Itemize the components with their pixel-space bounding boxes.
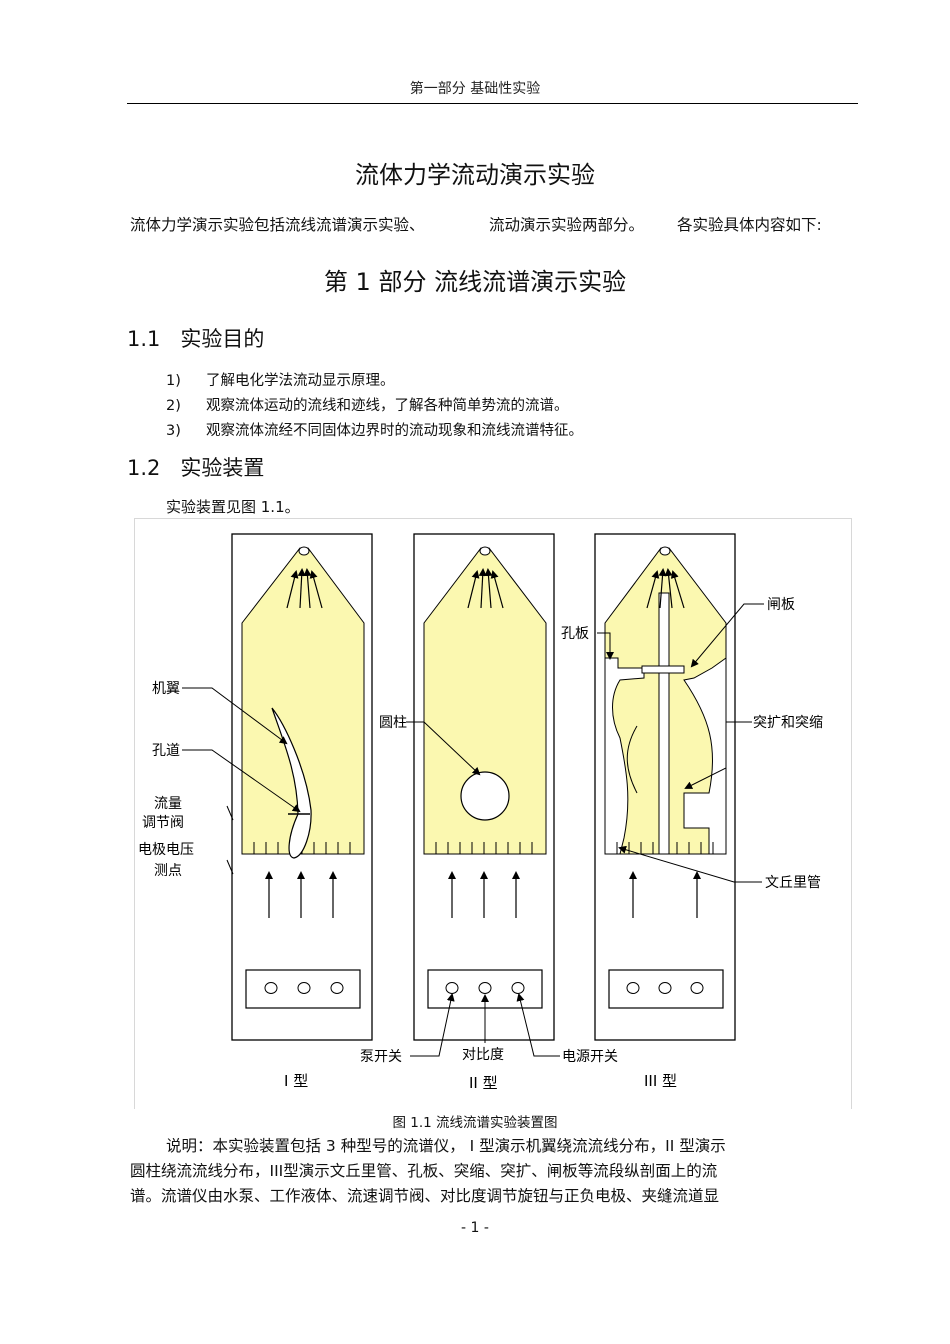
inflow-arrows (265, 871, 337, 918)
list-number: 3) (166, 423, 181, 439)
type-2-apparatus: 圆柱 泵开关 对比度 电源开关 II 型 (360, 533, 618, 1092)
label-power-switch: 电源开关 (562, 1049, 618, 1065)
list-number: 1) (166, 373, 181, 389)
page-number: - 1 - (461, 1220, 489, 1236)
flow-visualizer-diagram: 机翼 孔道 流量 调节阀 电极电压 测点 I 型 (138, 533, 823, 1092)
intro-text-1: 流体力学演示实验包括流线流谱演示实验、 (130, 216, 425, 234)
label-gate: 闸板 (767, 597, 795, 613)
inflow-arrows (629, 871, 701, 918)
outlet-arrows (467, 568, 504, 609)
list-item: 3) 观察流体流经不同固体边界时的流动现象和流线流谱特征。 (166, 419, 583, 440)
figure-frame (134, 518, 852, 1109)
outlet-arrows (646, 568, 685, 609)
part-heading: 第 1 部分 流线流谱演示实验 (323, 268, 627, 296)
intro-text-3: 各实验具体内容如下: (677, 216, 822, 234)
list-text: 观察流体运动的流线和迹线，了解各种简单势流的流谱。 (206, 398, 569, 414)
description-line-1: 说明：本实验装置包括 3 种型号的流谱仪， I 型演示机翼绕流流线分布，II 型… (166, 1137, 726, 1155)
outlet-port (479, 546, 491, 556)
type-3-apparatus: 孔板 闸板 突扩和突缩 文丘里管 III 型 (561, 533, 823, 1090)
list-item: 2) 观察流体运动的流线和迹线，了解各种简单势流的流谱。 (166, 394, 569, 415)
list-text: 观察流体流经不同固体边界时的流动现象和流线流谱特征。 (206, 423, 583, 439)
label-cylinder: 圆柱 (379, 715, 407, 731)
center-partition (658, 592, 670, 855)
label-flow-valve-1: 流量 (154, 796, 182, 812)
type-2-label: II 型 (469, 1074, 498, 1092)
label-expansion: 突扩和突缩 (753, 715, 823, 731)
section-heading-1-1: 1.1 实验目的 (127, 323, 264, 353)
wing-airfoil (271, 707, 312, 859)
label-wing: 机翼 (152, 681, 180, 697)
knob[interactable] (297, 982, 311, 994)
section-number: 1.1 (127, 327, 161, 351)
type-1-apparatus: 机翼 孔道 流量 调节阀 电极电压 测点 I 型 (138, 533, 373, 1090)
label-hole-channel: 孔道 (152, 743, 180, 759)
label-orifice: 孔板 (561, 626, 589, 642)
description-line-2: 圆柱绕流流线分布，III型演示文丘里管、孔板、突缩、突扩、闸板等流段纵剖面上的流 (130, 1162, 718, 1180)
list-number: 2) (166, 398, 181, 414)
knob[interactable] (690, 982, 704, 994)
label-electrode-2: 测点 (154, 863, 182, 879)
venturi-tube (626, 725, 638, 794)
label-contrast: 对比度 (462, 1047, 504, 1063)
label-venturi: 文丘里管 (765, 875, 821, 891)
document-title: 流体力学流动演示实验 (355, 161, 595, 189)
section-title: 实验目的 (180, 327, 265, 351)
list-text: 了解电化学法流动显示原理。 (206, 373, 395, 389)
section-heading-1-2: 1.2 实验装置 (127, 452, 264, 482)
running-header: 第一部分 基础性实验 (409, 81, 541, 97)
type-3-label: III 型 (644, 1072, 677, 1090)
knob[interactable] (626, 982, 640, 994)
intro-text-2: 流动演示实验两部分。 (489, 216, 645, 234)
label-electrode-1: 电极电压 (138, 842, 194, 858)
knob[interactable] (658, 982, 672, 994)
list-item: 1) 了解电化学法流动显示原理。 (166, 369, 395, 390)
figure-reference-text: 实验装置见图 1.1。 (166, 498, 300, 516)
label-flow-valve-2: 调节阀 (142, 815, 184, 831)
section-title: 实验装置 (180, 456, 265, 480)
knob[interactable] (264, 982, 278, 994)
orifice-plate (641, 665, 685, 674)
outlet-port (298, 546, 310, 556)
label-pump-switch: 泵开关 (360, 1049, 402, 1065)
outlet-arrows (286, 568, 323, 609)
inflow-arrows (448, 871, 520, 918)
cylinder (460, 771, 510, 821)
knob[interactable] (330, 982, 344, 994)
outlet-port (659, 546, 671, 556)
section-number: 1.2 (127, 456, 161, 480)
header-rule (127, 103, 858, 104)
pump-switch-knob[interactable] (445, 982, 459, 994)
type-1-label: I 型 (284, 1072, 308, 1090)
figure-caption: 图 1.1 流线流谱实验装置图 (392, 1115, 558, 1131)
power-switch-knob[interactable] (511, 982, 525, 994)
description-line-3: 谱。流谱仪由水泵、工作液体、流速调节阀、对比度调节旋钮与正负电极、夹缝流道显 (130, 1187, 720, 1205)
contrast-knob[interactable] (478, 982, 492, 994)
